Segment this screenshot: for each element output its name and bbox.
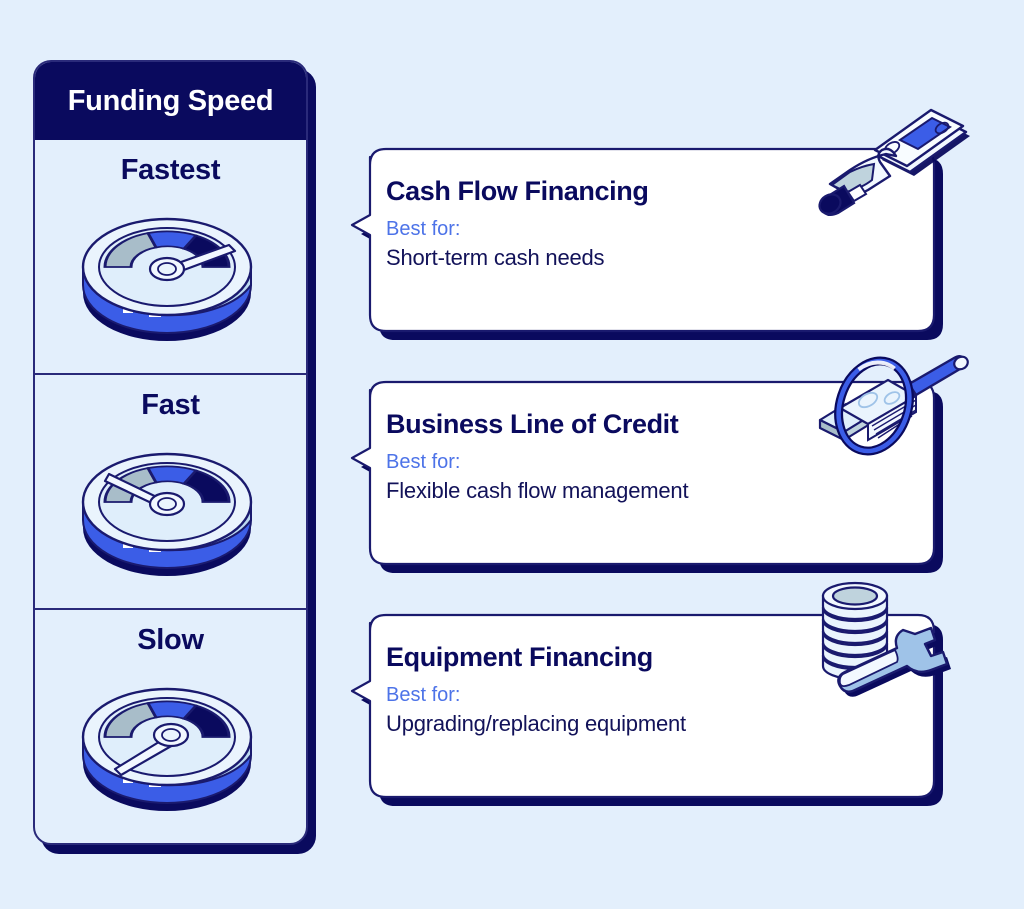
card-shape [350,147,943,340]
card-description: Flexible cash flow management [386,478,689,504]
speed-label-fastest: Fastest [120,154,221,186]
card-shape [350,613,943,806]
card-title: Business Line of Credit [386,409,679,439]
financing-card-cash-flow[interactable]: Cash Flow Financing Best for: Short-term… [316,108,970,340]
panel-header-title: Funding Speed [35,62,306,140]
card-best-for-label: Best for: [386,218,461,241]
speed-row-fast: Fast [35,375,306,610]
gauge-container-slow [35,661,306,843]
speed-label-slow: Slow [137,624,204,656]
card-title: Equipment Financing [386,642,653,672]
financing-card-equipment[interactable]: Equipment Financing Best for: Upgrading/… [316,581,951,806]
card-title: Cash Flow Financing [386,176,649,206]
card-text-block: Equipment Financing Best for: Upgrading/… [386,642,886,739]
card-description: Short-term cash needs [386,245,605,271]
financing-card-line-of-credit[interactable]: Business Line of Credit Best for: Flexib… [316,355,969,573]
card-shape [350,380,943,573]
card-description: Upgrading/replacing equipment [386,711,686,737]
gauge-container-fastest [35,191,306,373]
gauge-needle-lower-left-icon [81,687,253,811]
gauge-needle-upper-right-icon [81,217,253,341]
funding-speed-panel: Funding Speed Fastest [33,60,316,854]
card-best-for-label: Best for: [386,684,461,707]
panel-body: Funding Speed Fastest [33,60,308,845]
card-text-block: Business Line of Credit Best for: Flexib… [386,409,886,506]
speed-row-fastest: Fastest [35,140,306,375]
speed-row-slow: Slow [35,610,306,843]
speed-label-fast: Fast [141,389,200,421]
card-text-block: Cash Flow Financing Best for: Short-term… [386,176,886,273]
gauge-container-fast [35,426,306,608]
gauge-needle-upper-left-icon [81,452,253,576]
card-best-for-label: Best for: [386,451,461,474]
